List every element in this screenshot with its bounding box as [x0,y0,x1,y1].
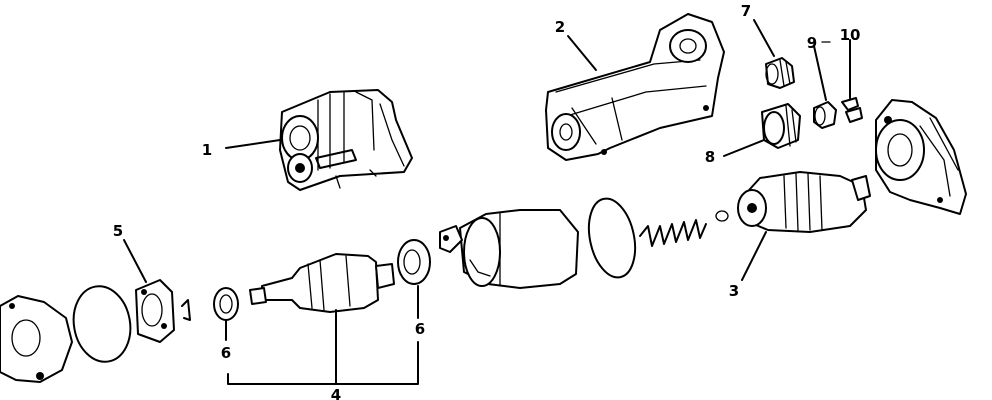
armature [249,253,395,313]
bracket-4 [227,309,419,385]
callout-6b: 6 [415,320,425,338]
retainer-clip [841,97,863,123]
field-housing [439,209,579,289]
starter-assembly [279,89,413,191]
callout-1: 1 [202,141,212,159]
leader-5 [123,239,147,283]
leader-9 [813,45,827,101]
clutch-gear [761,103,801,149]
leader-8 [723,139,765,157]
idler-gear [813,101,837,129]
callout-9: 9 [807,34,817,52]
callout-2: 2 [555,18,565,36]
brush-holder [135,279,191,343]
leader-7 [753,19,775,57]
callout-8: 8 [705,148,715,166]
drive-end-housing [875,99,967,215]
leader-1 [225,139,281,149]
return-spring [639,210,729,247]
o-ring-left [72,285,132,363]
callout-10: 10 [840,26,861,44]
callout-3: 3 [729,282,739,300]
leader-2 [567,35,597,71]
callout-7: 7 [741,2,751,20]
yoke-frame [545,13,725,161]
o-ring-right [587,197,637,279]
end-cover [0,295,73,383]
drive-housing [737,171,871,233]
bearing-left [213,287,239,321]
pinion-gear [765,57,795,89]
bearing-right [397,239,431,285]
callout-4: 4 [331,386,341,400]
callout-6a: 6 [221,344,231,362]
callout-5: 5 [113,222,123,240]
leader-3 [741,231,767,281]
